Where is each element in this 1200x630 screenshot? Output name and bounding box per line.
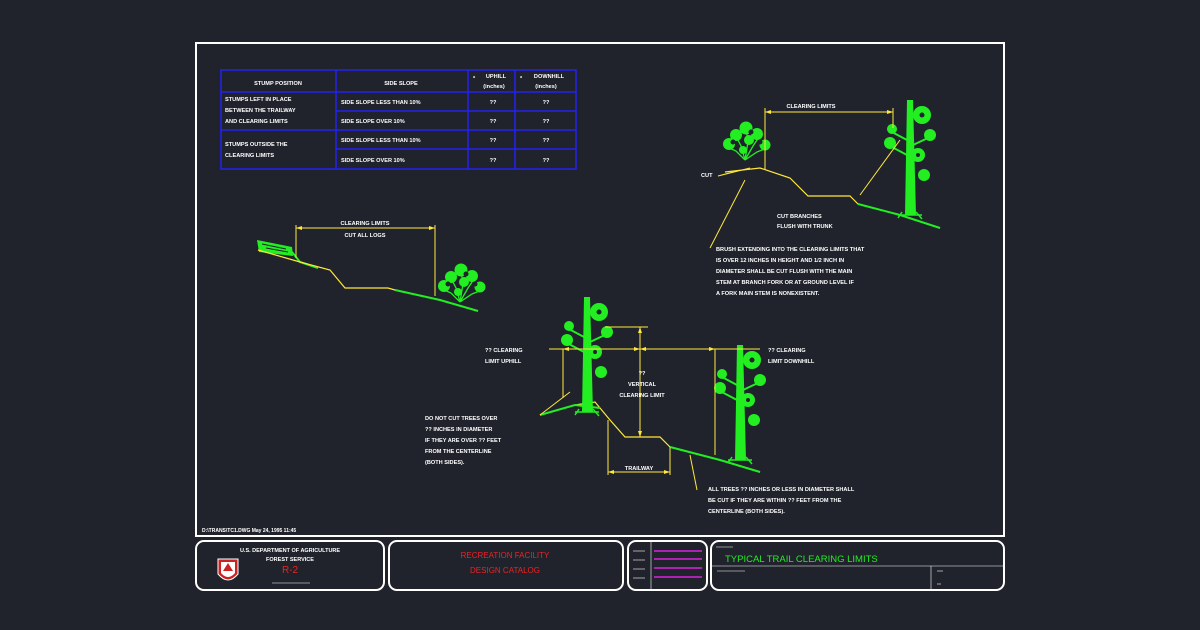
agency-line: U.S. DEPARTMENT OF AGRICULTURE xyxy=(240,548,340,554)
all-trees-line: ALL TREES ?? INCHES OR LESS IN DIAMETER … xyxy=(708,487,855,493)
downhill-limit-line: ?? CLEARING xyxy=(768,348,806,354)
stump-table: STUMP POSITION SIDE SLOPE * UPHILL (inch… xyxy=(220,69,577,170)
do-not-cut-line: IF THEY ARE OVER ?? FEET xyxy=(425,438,502,444)
row-slope: SIDE SLOPE OVER 10% xyxy=(341,119,405,125)
file-path: D:\TRANS\TC1.DWG May 24, 1995 11:45 xyxy=(202,528,296,534)
vertical-limit-line: CLEARING LIMIT xyxy=(619,393,665,399)
group2-label-line: CLEARING LIMITS xyxy=(225,153,274,159)
header-downhill: DOWNHILL xyxy=(534,74,565,80)
do-not-cut-line: DO NOT CUT TREES OVER xyxy=(425,416,497,422)
do-not-cut-line: FROM THE CENTERLINE xyxy=(425,449,492,455)
sheet-border xyxy=(195,42,1005,537)
header-uphill-unit: (inches) xyxy=(483,84,505,90)
right-clearing-limits-label: CLEARING LIMITS xyxy=(786,104,835,110)
row-slope: SIDE SLOPE LESS THAN 10% xyxy=(341,138,421,144)
header-stump-position: STUMP POSITION xyxy=(254,81,302,87)
row-slope: SIDE SLOPE OVER 10% xyxy=(341,158,405,164)
vertical-limit-line: VERTICAL xyxy=(628,382,657,388)
detail-cut-branches: CLEARING LIMITS CUT CUT BRANCHES FLUSH W… xyxy=(701,99,941,297)
brush-note-line: IS OVER 12 INCHES IN HEIGHT AND 1/2 INCH… xyxy=(716,258,844,264)
do-not-cut-line: (BOTH SIDES). xyxy=(425,460,465,466)
drawing-title-panel xyxy=(710,540,1005,591)
all-trees-line: BE CUT IF THEY ARE WITHIN ?? FEET FROM T… xyxy=(708,498,842,504)
agency-line: FOREST SERVICE xyxy=(266,557,314,563)
detail-cut-all-logs: CLEARING LIMITS CUT ALL LOGS xyxy=(257,221,487,312)
left-clearing-limits-label: CLEARING LIMITS xyxy=(340,221,389,227)
drawing-title: TYPICAL TRAIL CLEARING LIMITS xyxy=(725,554,878,565)
group1-label-line: AND CLEARING LIMITS xyxy=(225,119,288,125)
vertical-limit-line: ?? xyxy=(639,371,646,377)
cut-branches-line: FLUSH WITH TRUNK xyxy=(777,224,833,230)
forest-service-shield-icon xyxy=(217,558,239,581)
cut-branches-line: CUT BRANCHES xyxy=(777,214,822,220)
uphill-limit-line: LIMIT UPHILL xyxy=(485,359,522,365)
header-uphill: UPHILL xyxy=(486,74,507,80)
cut-label: CUT xyxy=(701,173,713,179)
catalog-panel xyxy=(388,540,624,591)
row-downhill: ?? xyxy=(543,119,550,125)
header-side-slope: SIDE SLOPE xyxy=(384,81,418,87)
detail-clearing-section: ?? CLEARING LIMIT UPHILL ?? CLEARING LIM… xyxy=(425,296,855,515)
row-downhill: ?? xyxy=(543,158,550,164)
group2-label-line: STUMPS OUTSIDE THE xyxy=(225,142,288,148)
brush-note-line: BRUSH EXTENDING INTO THE CLEARING LIMITS… xyxy=(716,247,865,253)
brush-note-line: STEM AT BRANCH FORK OR AT GROUND LEVEL I… xyxy=(716,280,854,286)
star-downhill: * xyxy=(520,76,523,82)
row-uphill: ?? xyxy=(490,158,497,164)
star-uphill: * xyxy=(473,76,476,82)
group1-label-line: BETWEEN THE TRAILWAY xyxy=(225,108,296,114)
trailway-label: TRAILWAY xyxy=(625,466,654,472)
row-downhill: ?? xyxy=(543,100,550,106)
do-not-cut-line: ?? INCHES IN DIAMETER xyxy=(425,427,492,433)
bush-left xyxy=(437,262,487,303)
tree-right xyxy=(883,99,937,220)
row-uphill: ?? xyxy=(490,138,497,144)
revision-panel xyxy=(627,540,708,591)
group1-label-line: STUMPS LEFT IN PLACE xyxy=(225,97,292,103)
tree-center-left xyxy=(560,296,614,417)
cut-all-logs-label: CUT ALL LOGS xyxy=(344,233,385,239)
uphill-limit-line: ?? CLEARING xyxy=(485,348,523,354)
catalog-line: RECREATION FACILITY xyxy=(461,551,550,560)
tree-center-right xyxy=(713,344,767,465)
row-slope: SIDE SLOPE LESS THAN 10% xyxy=(341,100,421,106)
all-trees-line: CENTERLINE (BOTH SIDES). xyxy=(708,509,785,515)
bush-right xyxy=(722,120,772,161)
row-uphill: ?? xyxy=(490,100,497,106)
header-downhill-unit: (inches) xyxy=(535,84,557,90)
brush-note-line: A FORK MAIN STEM IS NONEXISTENT. xyxy=(716,291,820,297)
row-uphill: ?? xyxy=(490,119,497,125)
region-label: R-2 xyxy=(282,565,299,576)
brush-note-line: DIAMETER SHALL BE CUT FLUSH WITH THE MAI… xyxy=(716,269,852,275)
row-downhill: ?? xyxy=(543,138,550,144)
agency-panel xyxy=(195,540,385,591)
title-block: U.S. DEPARTMENT OF AGRICULTURE FOREST SE… xyxy=(195,540,1005,591)
catalog-line: DESIGN CATALOG xyxy=(470,566,540,575)
revision-strokes xyxy=(633,541,702,590)
downhill-limit-line: LIMIT DOWNHILL xyxy=(768,359,815,365)
